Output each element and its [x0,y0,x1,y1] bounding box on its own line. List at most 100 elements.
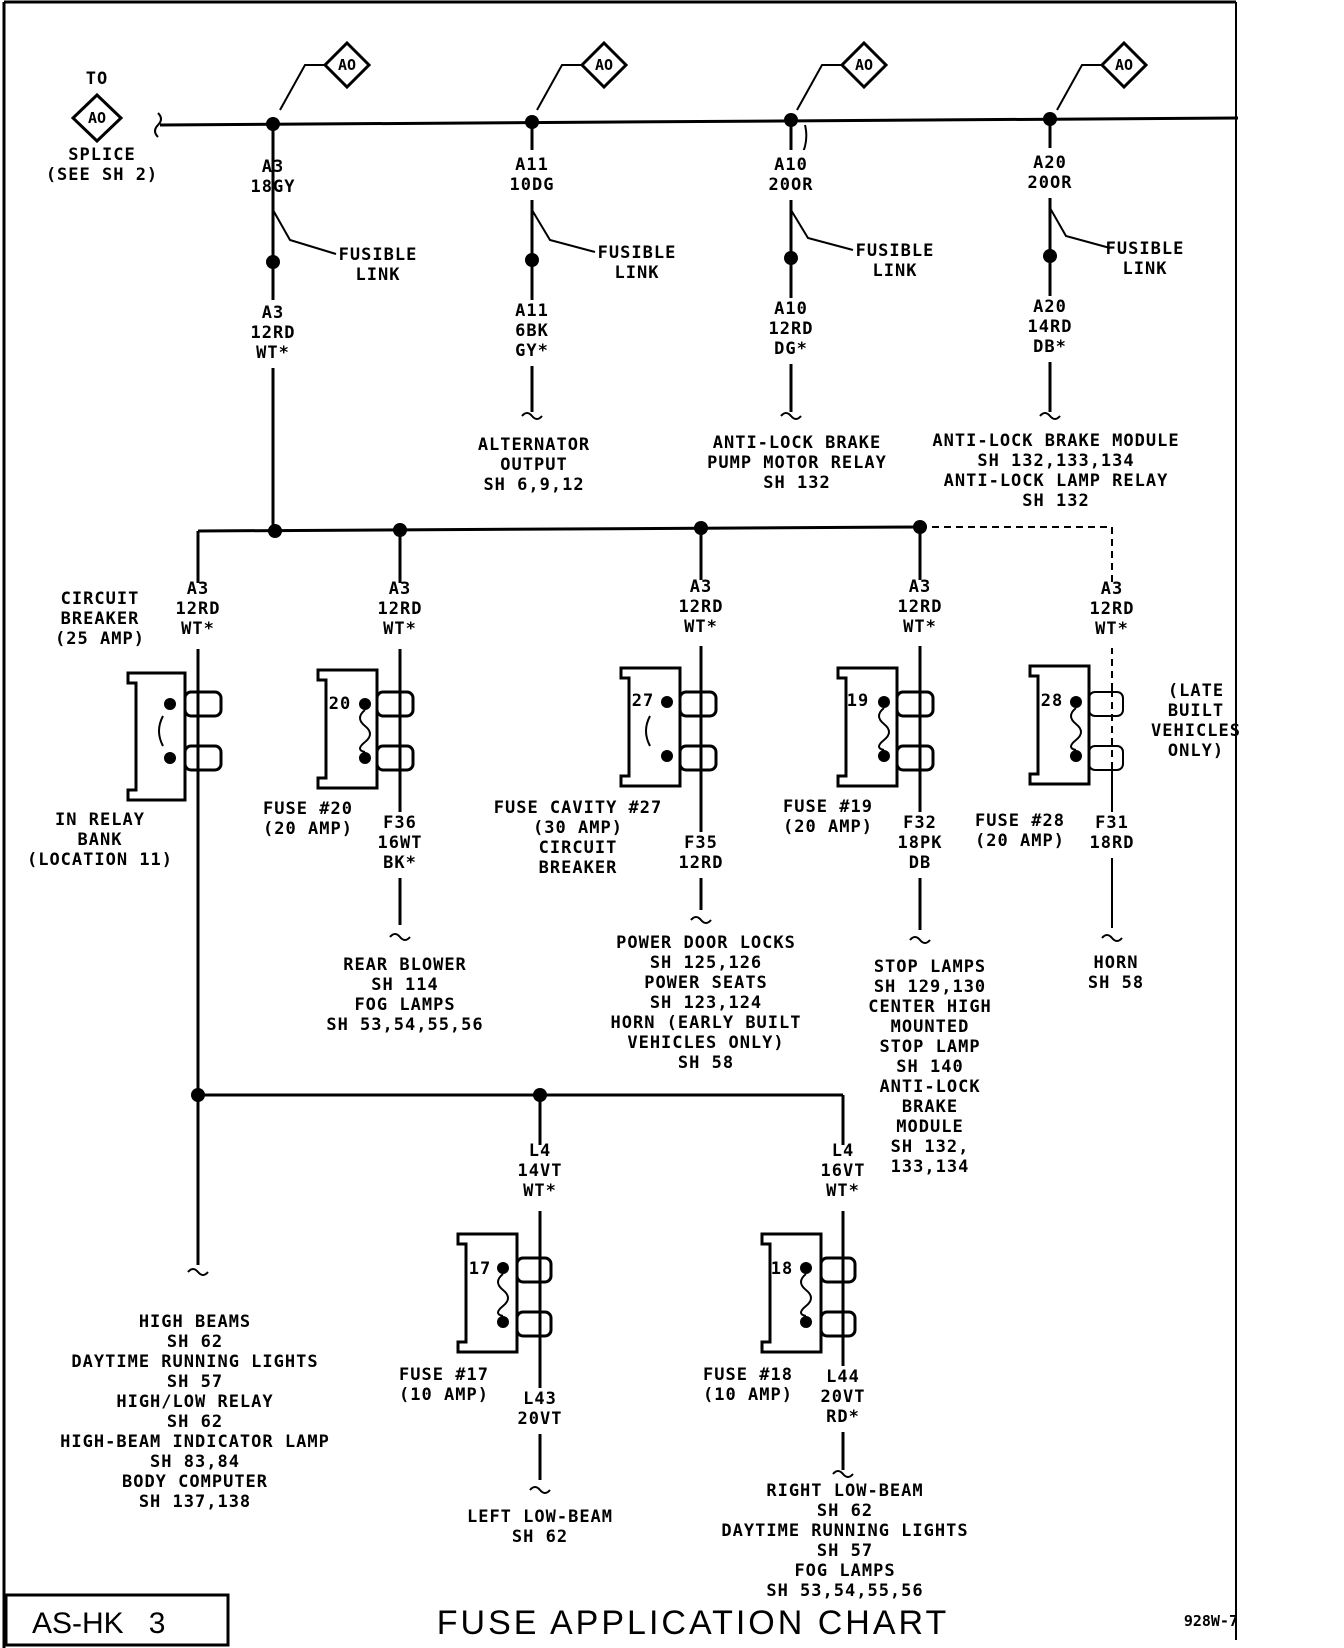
svg-text:SH 132: SH 132 [763,473,830,493]
svg-text:(25 AMP): (25 AMP) [55,629,145,649]
svg-text:20OR: 20OR [769,175,814,195]
splice-ref: (SEE SH 2) [46,165,158,185]
svg-text:WT*: WT* [826,1181,860,1201]
svg-text:(20 AMP): (20 AMP) [975,831,1065,851]
svg-text:DB*: DB* [1033,337,1067,357]
svg-text:ANTI-LOCK LAMP RELAY: ANTI-LOCK LAMP RELAY [944,471,1169,491]
svg-text:AO: AO [595,56,613,74]
ao-connector-icon [839,40,889,90]
wire-code: A3 [262,157,284,177]
load-label: POWER DOOR LOCKS [616,933,796,953]
svg-text:SH 62: SH 62 [817,1501,873,1521]
fuse-number: 19 [847,691,869,711]
svg-text:BK*: BK* [383,853,417,873]
svg-text:20OR: 20OR [1028,173,1073,193]
svg-text:L4: L4 [832,1141,854,1161]
chart-title: FUSE APPLICATION CHART [437,1604,950,1642]
svg-text:18RD: 18RD [1090,833,1135,853]
svg-text:SH 83,84: SH 83,84 [150,1452,240,1472]
svg-text:16VT: 16VT [821,1161,866,1181]
svg-text:LINK: LINK [615,263,660,283]
svg-text:12RD: 12RD [898,597,943,617]
splice-connector-icon [70,92,124,144]
svg-text:(LOCATION 11): (LOCATION 11) [27,850,173,870]
svg-text:OUTPUT: OUTPUT [500,455,567,475]
svg-text:WT*: WT* [383,619,417,639]
ao-connector-icon [579,40,629,90]
wire-gauge: 18GY [251,177,296,197]
load-label: LEFT LOW-BEAM [467,1507,613,1527]
svg-text:18PK: 18PK [898,833,943,853]
fuse-number: 28 [1041,691,1063,711]
circuit-breaker-title: CIRCUIT [61,589,140,609]
svg-text:BANK: BANK [78,830,123,850]
svg-text:(30 AMP): (30 AMP) [533,818,623,838]
footer: AS-HK 3 FUSE APPLICATION CHART 928W-7 [32,1604,1238,1642]
page-id: AS-HK 3 [32,1607,165,1640]
fusible-link-label: FUSIBLE [339,245,418,265]
svg-text:WT*: WT* [523,1181,557,1201]
fuse-20: A3 12RD WT* 20 FUSE #20 (20 AMP) F36 16W… [263,531,483,1035]
load-label: REAR BLOWER [343,955,467,975]
svg-text:MODULE: MODULE [896,1117,963,1137]
svg-text:HIGH-BEAM INDICATOR LAMP: HIGH-BEAM INDICATOR LAMP [60,1432,330,1452]
svg-text:AO: AO [88,109,106,127]
svg-text:(20 AMP): (20 AMP) [783,817,873,837]
fuse-label: FUSE #18 [703,1365,793,1385]
circuit-breaker-25a: CIRCUIT BREAKER (25 AMP) A3 12RD WT* IN … [27,579,223,870]
svg-text:SH 58: SH 58 [1088,973,1144,993]
feed-a3: AO A3 18GY FUSIBLE LINK A3 12RD WT* [250,40,418,525]
svg-text:10DG: 10DG [510,175,555,195]
svg-text:SH 53,54,55,56: SH 53,54,55,56 [326,1015,483,1035]
load-label: ANTI-LOCK BRAKE [713,433,882,453]
fuse-label: FUSE CAVITY #27 [494,798,663,818]
svg-text:A3: A3 [909,577,931,597]
svg-text:SH 114: SH 114 [371,975,438,995]
svg-text:WT*: WT* [1095,619,1129,639]
svg-text:LINK: LINK [356,265,401,285]
fusible-link-label: FUSIBLE [598,243,677,263]
svg-text:SH 129,130: SH 129,130 [874,977,986,997]
svg-text:A3: A3 [187,579,209,599]
svg-text:FOG LAMPS: FOG LAMPS [354,995,455,1015]
relay-bank-location: IN RELAY [55,810,145,830]
svg-text:WT*: WT* [684,617,718,637]
svg-text:SH 57: SH 57 [817,1541,873,1561]
svg-text:AO: AO [855,56,873,74]
ao-connector-icon [1099,40,1149,90]
fuse-label: FUSE #20 [263,799,353,819]
svg-text:A20: A20 [1033,153,1067,173]
svg-text:BREAKER: BREAKER [539,858,618,878]
svg-text:12RD: 12RD [378,599,423,619]
svg-text:A3: A3 [690,577,712,597]
svg-text:A3: A3 [389,579,411,599]
fuse-28: A3 12RD WT* 28 (LATE BUILT VEHICLES ONLY… [975,579,1240,993]
fuse-number: 20 [329,694,351,714]
svg-text:BODY COMPUTER: BODY COMPUTER [122,1472,268,1492]
svg-text:F35: F35 [684,833,718,853]
fuse-number: 17 [469,1259,491,1279]
svg-text:LINK: LINK [873,261,918,281]
svg-text:SH 62: SH 62 [167,1412,223,1432]
svg-text:20VT: 20VT [518,1409,563,1429]
svg-text:A11: A11 [515,301,549,321]
to-label: TO [86,69,108,89]
load-label: STOP LAMPS [874,957,986,977]
feed-a20: AO A20 20OR FUSIBLE LINK A20 14RD DB* AN… [932,40,1183,511]
svg-text:SH 62: SH 62 [512,1527,568,1547]
svg-text:WT*: WT* [903,617,937,637]
svg-text:PUMP MOTOR RELAY: PUMP MOTOR RELAY [707,453,887,473]
svg-text:AO: AO [338,56,356,74]
late-built-note: (LATE [1168,681,1224,701]
svg-text:20VT: 20VT [821,1387,866,1407]
svg-text:HORN (EARLY BUILT: HORN (EARLY BUILT [611,1013,802,1033]
svg-text:DG*: DG* [774,339,808,359]
to-splice: TO AO SPLICE (SEE SH 2) [46,69,158,185]
ao-connector-icon [322,40,372,90]
svg-text:SH 125,126: SH 125,126 [650,953,762,973]
svg-text:6BK: 6BK [515,321,549,341]
fuse-label: FUSE #19 [783,797,873,817]
fuse-17: L4 14VT WT* 17 FUSE #17 (10 AMP) L43 20V… [399,1141,613,1547]
svg-text:A3: A3 [262,303,284,323]
